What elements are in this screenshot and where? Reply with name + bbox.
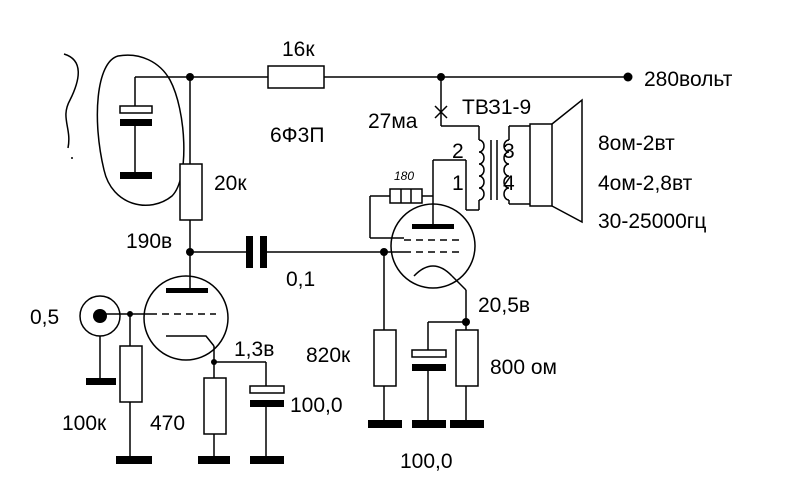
label-v190: 190в [126, 230, 172, 253]
label-r20k: 20к [214, 172, 247, 195]
capacitor-icon [249, 385, 285, 394]
current-measure-mark [434, 105, 448, 119]
label-tr-pin3: 3 [503, 140, 515, 163]
resistor-100k-icon [119, 345, 143, 403]
resistor-800-icon [455, 329, 479, 387]
capacitor-plate [120, 119, 152, 126]
ground-icon [116, 456, 152, 464]
label-transformer: ТВЗ1-9 [462, 96, 531, 119]
label-spk-8ohm: 8ом-2вт [598, 132, 675, 155]
label-tr-pin1: 1 [452, 172, 464, 195]
label-r470: 470 [150, 412, 185, 435]
ground-icon [368, 420, 402, 428]
label-input-level: 0,5 [30, 306, 59, 329]
capacitor-plate [250, 400, 284, 407]
label-c01: 0,1 [286, 268, 315, 291]
capacitor-icon [246, 236, 253, 268]
capacitor-plate [412, 364, 446, 371]
hand-stroke-annotation [63, 53, 79, 149]
resistor-470-icon [203, 377, 227, 435]
label-c1000-b: 100,0 [400, 450, 453, 473]
capacitor-plate [260, 236, 267, 268]
label-c1000-a: 100,0 [290, 394, 343, 417]
resistor-16k-icon [267, 65, 325, 89]
tube1-cathode [166, 335, 215, 347]
label-r100k: 100к [62, 412, 107, 435]
label-r800: 800 ом [490, 356, 557, 379]
ground-icon [86, 378, 116, 385]
hand-circle-annotation [96, 54, 185, 206]
tube2-cathode-lead [451, 275, 467, 291]
label-r180: 180 [394, 169, 414, 183]
label-tube-out: 6Ф3П [270, 124, 324, 147]
supply-terminal-icon [623, 72, 633, 82]
ground-icon [412, 420, 446, 428]
label-freq: 30-25000гц [598, 210, 706, 233]
transformer-icon [478, 139, 510, 201]
speaker-icon [529, 98, 583, 224]
label-tr-pin4: 4 [503, 172, 515, 195]
label-spk-4ohm: 4ом-2,8вт [598, 172, 693, 195]
ground-icon [198, 456, 230, 464]
label-r16k: 16к [282, 38, 315, 61]
label-supply: 280вольт [644, 68, 733, 91]
resistor-180-icon [389, 188, 423, 204]
resistor-820k-icon [373, 329, 397, 387]
tube1-plate [166, 288, 208, 293]
tube2-plate [412, 224, 454, 229]
label-current: 27ма [368, 110, 418, 133]
hand-dot [71, 157, 73, 159]
ground-icon [450, 420, 484, 428]
tube2-cathode [413, 265, 453, 277]
label-r820k: 820к [306, 344, 351, 367]
label-v13: 1,3в [234, 338, 274, 361]
tube-icon [143, 275, 229, 361]
capacitor-icon [119, 105, 153, 114]
ground-icon [250, 456, 284, 464]
capacitor-icon [411, 349, 447, 358]
input-jack-center [93, 309, 107, 323]
label-tr-pin2: 2 [452, 140, 464, 163]
resistor-20k-icon [179, 163, 203, 221]
ground-icon [120, 172, 152, 179]
label-v205: 20,5в [478, 294, 530, 317]
